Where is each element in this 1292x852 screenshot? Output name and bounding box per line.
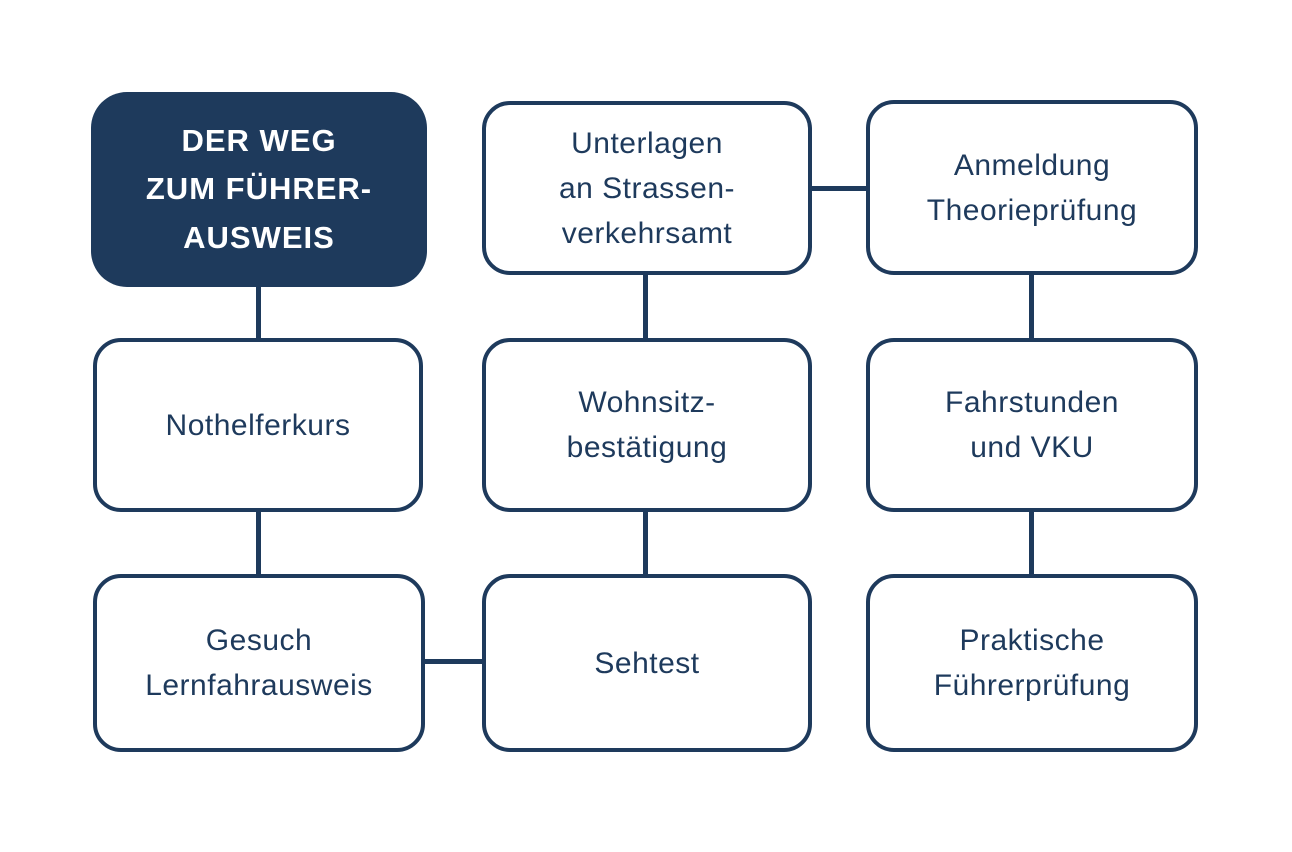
connector-title-to-nothelferkurs [256, 285, 261, 340]
flowchart-node-anmeldung-theoriepruefung: Anmeldung Theorieprüfung [866, 100, 1198, 275]
connector-wohnsitz-to-unterlagen [643, 273, 648, 340]
flowchart-title-label: DER WEG ZUM FÜHRER- AUSWEIS [145, 123, 373, 255]
flowchart-node-unterlagen: Unterlagen an Strassen- verkehrsamt [482, 101, 812, 275]
connector-nothelferkurs-to-gesuch [256, 510, 261, 576]
flowchart-node-praktische-fuehrerpruefung: Praktische Führerprüfung [866, 574, 1198, 752]
flowchart-node-label: Praktische Führerprüfung [933, 624, 1131, 702]
connector-sehtest-to-wohnsitz [643, 510, 648, 576]
flowchart-node-sehtest: Sehtest [482, 574, 812, 752]
flowchart-node-fahrstunden-vku: Fahrstunden und VKU [866, 338, 1198, 512]
flowchart-node-label: Wohnsitz- bestätigung [566, 386, 728, 464]
flowchart-node-label: Unterlagen an Strassen- verkehrsamt [558, 126, 736, 250]
flowchart-node-label: Nothelferkurs [165, 408, 351, 442]
connector-anmeldung-to-fahrstunden [1029, 273, 1034, 340]
flowchart-node-label: Anmeldung Theorieprüfung [926, 148, 1138, 227]
flowchart-node-nothelferkurs: Nothelferkurs [93, 338, 423, 512]
flowchart-node-gesuch-lernfahrausweis: Gesuch Lernfahrausweis [93, 574, 425, 752]
flowchart-node-label: Gesuch Lernfahrausweis [145, 624, 373, 702]
flowchart-node-label: Sehtest [594, 646, 700, 680]
flowchart-title-box: DER WEG ZUM FÜHRER- AUSWEIS [91, 92, 427, 287]
connector-gesuch-to-sehtest [423, 659, 484, 664]
flowchart-node-label: Fahrstunden und VKU [945, 386, 1119, 464]
flowchart-node-wohnsitzbestaetigung: Wohnsitz- bestätigung [482, 338, 812, 512]
connector-fahrstunden-to-praktische [1029, 510, 1034, 576]
connector-unterlagen-to-anmeldung [810, 186, 868, 191]
